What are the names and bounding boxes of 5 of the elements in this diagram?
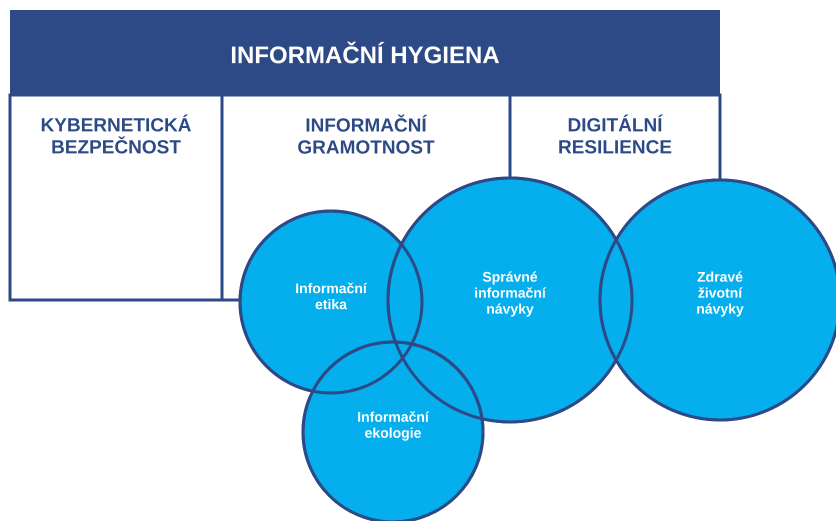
title-band: INFORMAČNÍ HYGIENA bbox=[10, 10, 720, 95]
column-box: KYBERNETICKÁ BEZPEČNOST bbox=[8, 94, 224, 302]
node-label: Zdravé životní návyky bbox=[697, 271, 744, 317]
node-label: INFORMAČNÍ HYGIENA bbox=[232, 42, 500, 64]
column-box: DIGITÁLNÍ RESILIENCE bbox=[508, 94, 722, 182]
